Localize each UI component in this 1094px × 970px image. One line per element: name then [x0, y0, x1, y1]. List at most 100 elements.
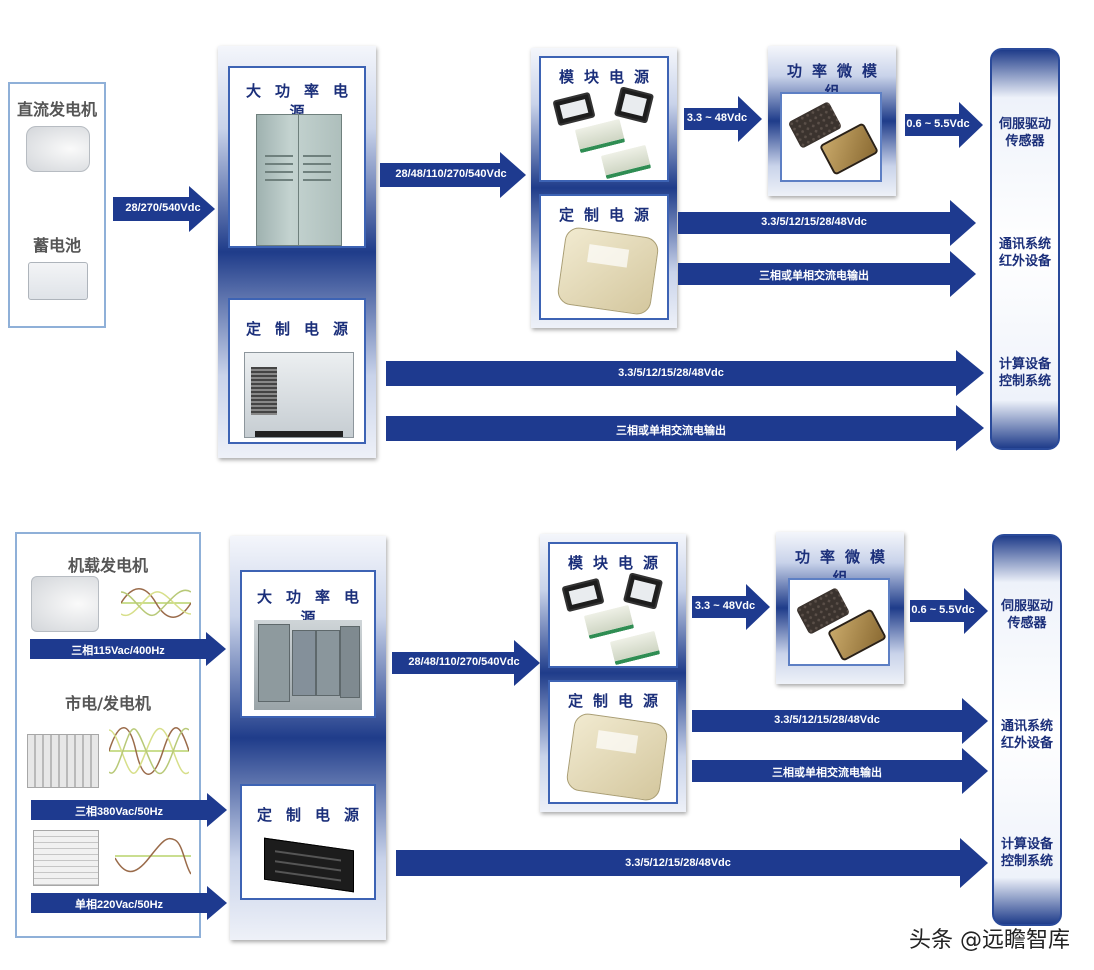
- destination-servo: 伺服驱动 传感器: [992, 116, 1058, 150]
- arrow-dc-bus: 28/48/110/270/540Vdc: [392, 640, 540, 686]
- battery-icon: [28, 262, 88, 300]
- source-label: 机载发电机: [67, 556, 148, 575]
- arrow-ac-output: 三相或单相交流电输出: [692, 748, 988, 794]
- destination-line: 计算设备: [998, 357, 1051, 372]
- arrow-to-micro: 3.3 ~ 48Vdc: [684, 96, 762, 142]
- arrow-label: 3.3 ~ 48Vdc: [686, 112, 748, 124]
- micro-module-card: [788, 578, 890, 666]
- column-power-supplies: 大功率电源 定制电源: [218, 46, 376, 458]
- arrow-dc-output: 3.3/5/12/15/28/48Vdc: [692, 698, 988, 744]
- card-module-power: 模块电源: [539, 56, 669, 182]
- arrow-ac-output: 三相或单相交流电输出: [678, 251, 976, 297]
- arrow-label: 3.3 ~ 48Vdc: [694, 600, 756, 612]
- destination-line: 控制系统: [1000, 854, 1053, 869]
- panel-power-micro-module: 功率微模组: [768, 46, 896, 196]
- arrow-input-single-phase: 单相220Vac/50Hz: [31, 886, 227, 920]
- arrow-label: 三相115Vac/400Hz: [71, 645, 165, 657]
- destinations-column: 伺服驱动 传感器 通讯系统 红外设备 计算设备 控制系统: [992, 534, 1062, 926]
- destination-line: 传感器: [1005, 134, 1045, 149]
- diesel-generator-icon: [33, 830, 99, 886]
- arrow-to-micro: 3.3 ~ 48Vdc: [692, 584, 770, 630]
- custom-power-unit-icon: [244, 352, 354, 438]
- card-title: 模块电源: [558, 68, 659, 86]
- arrow-label: 28/48/110/270/540Vdc: [408, 656, 520, 668]
- arrow-micro-out: 0.6 ~ 5.5Vdc: [905, 102, 983, 148]
- card-title: 模块电源: [567, 554, 668, 572]
- custom-power-module-icon: [565, 711, 669, 803]
- destination-line: 红外设备: [998, 254, 1051, 269]
- power-modules-icon: [551, 86, 661, 180]
- arrow-dc-bus: 28/48/110/270/540Vdc: [380, 152, 526, 198]
- custom-black-unit-icon: [264, 837, 354, 893]
- card-custom-power-supply: 定制电源: [228, 298, 366, 444]
- card-high-power-supply: 大功率电源: [240, 570, 376, 718]
- card-title: 定制电源: [558, 206, 659, 224]
- arrow-dc-output: 3.3/5/12/15/28/48Vdc: [678, 200, 976, 246]
- destination-line: 计算设备: [1000, 837, 1053, 852]
- arrow-ac-output-long: 三相或单相交流电输出: [386, 405, 984, 451]
- destination-line: 传感器: [1007, 616, 1047, 631]
- card-custom-module: 定制电源: [548, 680, 678, 804]
- destination-computing: 计算设备 控制系统: [994, 836, 1060, 870]
- power-modules-icon: [560, 572, 670, 666]
- source-label: 直流发电机: [16, 100, 97, 119]
- arrow-label: 28/270/540Vdc: [125, 202, 201, 214]
- micro-module-chip-icon: [795, 586, 888, 662]
- arrow-label: 三相或单相交流电输出: [616, 425, 726, 437]
- card-title: 定制电源: [256, 806, 373, 824]
- aircraft-generator-icon: [31, 576, 99, 632]
- card-custom-power-supply: 定制电源: [240, 784, 376, 900]
- arrow-dc-output-long: 3.3/5/12/15/28/48Vdc: [396, 838, 988, 888]
- card-custom-module: 定制电源: [539, 194, 669, 320]
- destination-line: 红外设备: [1000, 736, 1053, 751]
- arrow-label: 0.6 ~ 5.5Vdc: [911, 604, 975, 616]
- destination-comm: 通讯系统 红外设备: [994, 718, 1060, 752]
- destination-line: 控制系统: [998, 374, 1051, 389]
- arrow-label: 0.6 ~ 5.5Vdc: [906, 118, 970, 130]
- three-phase-wave-icon: [109, 727, 189, 775]
- three-phase-wave-icon: [121, 588, 191, 618]
- card-high-power-supply: 大功率电源: [228, 66, 366, 248]
- arrow-dc-output-long: 3.3/5/12/15/28/48Vdc: [386, 350, 984, 396]
- column-module-supplies: 模块电源 定制电源: [531, 48, 677, 328]
- source-label: 市电/发电机: [65, 694, 151, 713]
- arrow-label: 3.3/5/12/15/28/48Vdc: [625, 857, 731, 869]
- destination-line: 通讯系统: [1000, 719, 1053, 734]
- source-box: 直流发电机 蓄电池: [8, 82, 106, 328]
- destinations-column: 伺服驱动 传感器 通讯系统 红外设备 计算设备 控制系统: [990, 48, 1060, 450]
- arrow-label: 三相或单相交流电输出: [772, 767, 882, 779]
- arrow-micro-out: 0.6 ~ 5.5Vdc: [910, 588, 988, 634]
- destination-computing: 计算设备 控制系统: [992, 356, 1058, 390]
- arrow-label: 3.3/5/12/15/28/48Vdc: [761, 216, 867, 228]
- transformer-icon: [27, 734, 99, 788]
- destination-line: 通讯系统: [998, 237, 1051, 252]
- arrow-label: 单相220Vac/50Hz: [74, 899, 164, 911]
- arrow-input-grid: 三相380Vac/50Hz: [31, 793, 227, 827]
- destination-servo: 伺服驱动 传感器: [994, 598, 1060, 632]
- arrow-label: 3.3/5/12/15/28/48Vdc: [618, 367, 724, 379]
- arrow-label: 三相380Vac/50Hz: [74, 806, 164, 818]
- custom-power-module-icon: [556, 225, 660, 317]
- micro-module-chip-icon: [787, 100, 880, 176]
- arrow-input: 28/270/540Vdc: [113, 186, 215, 232]
- source-box: 机载发电机 市电/发电机: [15, 532, 201, 938]
- column-module-supplies: 模块电源 定制电源: [540, 534, 686, 812]
- destination-line: 伺服驱动: [1000, 599, 1053, 614]
- power-cabinet-icon: [256, 114, 342, 246]
- arrow-label: 3.3/5/12/15/28/48Vdc: [774, 714, 880, 726]
- source-label: 蓄电池: [32, 236, 81, 255]
- destination-line: 伺服驱动: [998, 117, 1051, 132]
- single-phase-wave-icon: [115, 837, 191, 875]
- card-title: 定制电源: [567, 692, 668, 710]
- card-module-power: 模块电源: [548, 542, 678, 668]
- arrow-input-aircraft: 三相115Vac/400Hz: [30, 632, 226, 666]
- panel-power-micro-module: 功率微模组: [776, 532, 904, 684]
- dc-generator-icon: [26, 126, 90, 172]
- micro-module-card: [780, 92, 882, 182]
- column-power-supplies: 大功率电源 定制电源: [230, 536, 386, 940]
- power-cabinets-row-icon: [254, 620, 362, 710]
- arrow-label: 三相或单相交流电输出: [759, 270, 869, 282]
- card-title: 定制电源: [245, 320, 362, 338]
- arrow-label: 28/48/110/270/540Vdc: [395, 168, 507, 180]
- watermark: 头条 @远瞻智库: [909, 928, 1070, 953]
